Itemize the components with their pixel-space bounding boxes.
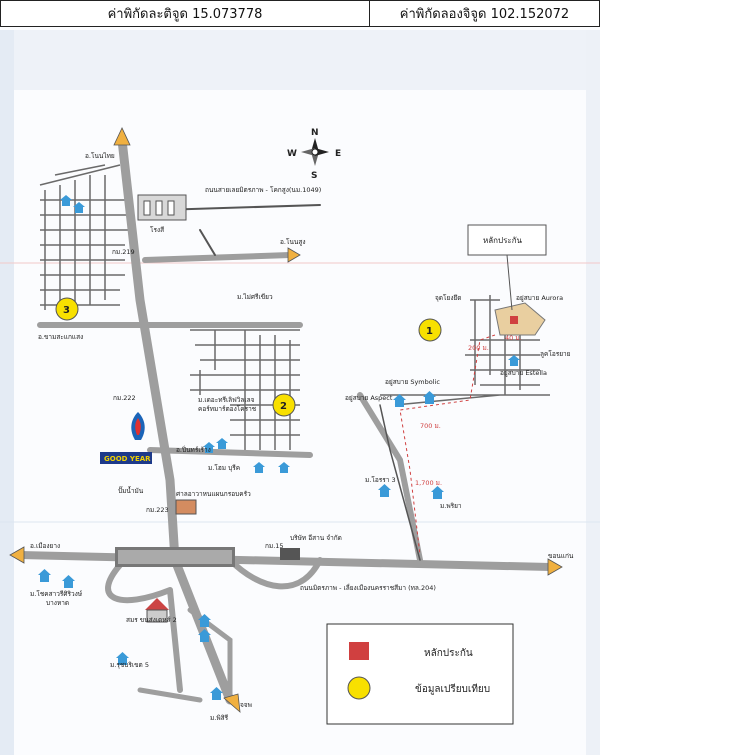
- label-petrol: ปั๊มน้ำมัน: [118, 486, 144, 495]
- distance-route: [399, 334, 496, 556]
- compass-e: E: [335, 149, 341, 159]
- label-1700m: 1,700 ม.: [415, 479, 442, 487]
- arrow-north-icon: [113, 127, 131, 146]
- goodyear-text: GOOD YEAR: [104, 455, 151, 463]
- label-km15: กม.15: [265, 542, 284, 550]
- label-non-sung: อ.โนนสูง: [280, 238, 306, 246]
- label-km219: กม.219: [112, 248, 135, 256]
- label-700m: 700 ม.: [420, 422, 441, 430]
- label-ban-hat: บางหาด: [46, 599, 69, 607]
- label-symbolic: อยู่สบาย Symbolic: [385, 378, 440, 386]
- house-icon: [378, 484, 391, 497]
- workshop-icon: [175, 499, 197, 515]
- legend-collateral-label: หลักประกัน: [424, 648, 473, 659]
- compass-n: N: [311, 128, 319, 138]
- house-icon: [393, 394, 406, 407]
- label-khon-kaen: ขอนแก่น: [548, 552, 574, 560]
- label-thai-village: ม.เดอะทรีเลิฟวิลเลจ: [198, 396, 255, 404]
- arrow-west-icon: [9, 546, 25, 564]
- svg-text:1: 1: [426, 326, 433, 337]
- label-km222: กม.222: [113, 394, 136, 402]
- house-icon: [73, 202, 85, 213]
- label-siriwong: ม.โชคสาวรีศิริวงษ์: [30, 590, 83, 598]
- label-mai-si-kiew: ม.ไม่ศรีเขียว: [237, 293, 273, 301]
- label-km223: กม.223: [146, 506, 169, 514]
- label-ruchi: ม.รุชบริเขต 5: [110, 661, 149, 669]
- goodyear-logo: GOOD YEAR: [100, 452, 152, 464]
- collateral-area: หลักประกัน: [467, 224, 547, 336]
- label-phriya: ม.พริยา: [440, 502, 462, 510]
- label-pim-lak: อ.ปิ่นทร์เร้าง: [176, 445, 211, 454]
- house-icon: [116, 652, 129, 665]
- company-building-icon: [280, 548, 300, 560]
- compass-rose-icon: N S E W: [287, 128, 341, 181]
- house-icon: [210, 687, 223, 700]
- latitude-cell: ค่าพิกัดละติจูด 15.073778: [0, 0, 370, 27]
- label-mueang-yang: อ.เมืองยาง: [30, 542, 60, 550]
- ptt-logo-icon: [131, 412, 145, 440]
- school-icon: [145, 598, 169, 623]
- coordinate-bar: ค่าพิกัดละติจูด 15.073778 ค่าพิกัดลองจิจ…: [0, 0, 736, 27]
- legend-comparison-label: ข้อมูลเปรียบเทียบ: [415, 683, 490, 695]
- legend-comparison-swatch: [347, 676, 371, 700]
- label-phisiri: ม.พิสิรี: [210, 714, 229, 722]
- village-grid-northwest: [39, 164, 130, 310]
- label-south-dir: จจพ: [240, 701, 252, 709]
- comparison-marker-3: 3: [55, 297, 79, 321]
- legend-collateral-swatch: [349, 642, 369, 660]
- house-icons: [38, 195, 520, 700]
- label-workshop: ศาลอาวาหนแผนกรอบครัว: [176, 490, 251, 498]
- village-grid-central: [190, 329, 300, 450]
- label-police: คอร์ทมาร์ตองโคราช: [198, 405, 257, 413]
- label-200m: 200 ม.: [468, 344, 489, 352]
- label-jotara: ม.โอรรา 3: [365, 476, 396, 484]
- house-icon: [278, 462, 290, 473]
- village-grid-east: [380, 295, 550, 406]
- scan-band: [0, 30, 600, 90]
- house-icon: [253, 462, 265, 473]
- label-noen-thai: อ.โนนไทย: [85, 152, 115, 160]
- label-home-buri: ม.โฮม บุรีค: [208, 464, 240, 472]
- road-network: [16, 135, 554, 705]
- arrow-east-icon: [547, 558, 563, 576]
- comparison-marker-1: 1: [418, 318, 442, 342]
- collateral-marker: [510, 316, 518, 324]
- house-icon: [60, 195, 72, 206]
- label-company: บริษัท อีสาน จำกัด: [290, 534, 342, 542]
- label-road-1049: ถนนสายเลยมิตรภาพ - โคกสูง(นม.1049): [205, 186, 321, 194]
- label-road-204: ถนนมิตรภาพ - เลี่ยงเมืองนครราชสีมา (ทล.2…: [300, 583, 436, 592]
- label-estella: อยู่สบาย Estella: [500, 369, 547, 377]
- compass-w: W: [287, 149, 297, 159]
- house-icon: [62, 575, 75, 588]
- house-icon: [38, 569, 51, 582]
- arrow-non-sung-icon: [287, 247, 301, 263]
- label-aurora: อยู่สบาย Aurora: [516, 294, 563, 302]
- label-aspect: อยู่สบาย Aspect: [345, 394, 393, 402]
- location-map: N S E W GOOD YEAR: [0, 27, 600, 755]
- svg-text:3: 3: [63, 305, 70, 316]
- label-khlong: ลูคโอรยาย: [540, 350, 571, 358]
- comparison-marker-2: 2: [272, 393, 296, 417]
- compass-s: S: [311, 171, 317, 181]
- house-icon: [431, 486, 444, 499]
- house-icon: [198, 629, 211, 642]
- label-saman: สมร ขนส่งเดหส์ 2: [126, 616, 177, 624]
- house-icon: [203, 442, 215, 453]
- legend: หลักประกัน ข้อมูลเปรียบเทียบ: [326, 623, 514, 725]
- house-icon: [423, 391, 436, 404]
- svg-text:2: 2: [280, 401, 287, 412]
- longitude-cell: ค่าพิกัดลองจิจูด 102.152072: [370, 0, 600, 27]
- label-kham-sakaesaeng: อ.ขามสะแกแสง: [38, 333, 83, 341]
- house-icon: [508, 355, 520, 366]
- collateral-callout-label: หลักประกัน: [483, 236, 523, 245]
- label-factory: โรงสี: [150, 226, 164, 234]
- factory-icon: [137, 194, 187, 221]
- arrow-south-icon: [223, 693, 241, 713]
- label-juct: จุดโยงยึด: [435, 294, 462, 302]
- house-icon: [198, 614, 211, 627]
- label-40m: 40 ม.: [505, 334, 522, 342]
- house-icon: [216, 438, 228, 449]
